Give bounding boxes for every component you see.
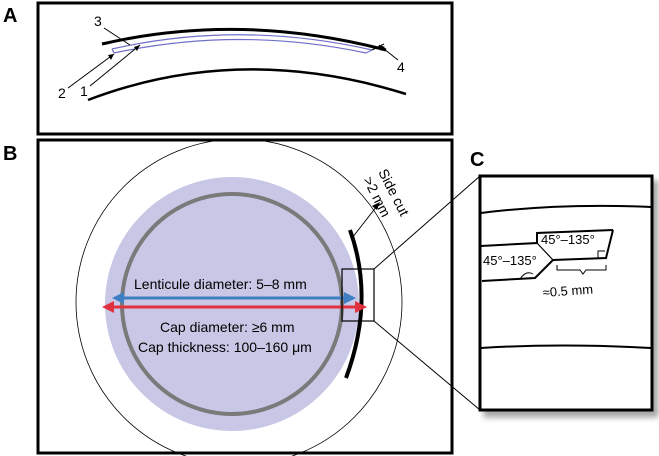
callout-2-arrowhead: [108, 54, 114, 60]
detail-posterior-surface: [480, 344, 652, 349]
zoom-box: [341, 268, 375, 322]
panel-c-frame: [478, 174, 654, 412]
step-width-bracket: [556, 265, 607, 275]
angle-lower-label: 45°–135°: [483, 253, 537, 268]
angle-arc-lower: [519, 272, 534, 280]
callout-2: 2: [58, 85, 66, 101]
detail-upper-side-cut: [552, 229, 614, 261]
panel-a: A 3 2 1 4: [3, 1, 454, 136]
panel-b: B Lenticule diameter: 5–8 mm Cap diamete…: [3, 138, 481, 456]
callout-2-leader: [67, 53, 115, 89]
panel-b-letter: B: [3, 143, 17, 165]
step-width-label: ≈0.5 mm: [542, 282, 593, 300]
panel-b-frame: [36, 138, 454, 455]
side-cut-arc: [344, 229, 364, 379]
detail-cap-edge: [480, 229, 614, 247]
cornea-anterior-surface: [101, 27, 387, 52]
detail-anterior-surface: [480, 204, 652, 214]
cap-diameter-label: Cap diameter: ≥6 mm: [160, 319, 295, 335]
cap-arrowhead-left: [102, 301, 114, 313]
side-cut-pointer-head: [372, 202, 380, 210]
lenticule-lower-interface: [113, 38, 367, 54]
panel-c-letter: C: [470, 149, 484, 171]
callout-4: 4: [397, 59, 405, 75]
callout-4-arrowhead: [379, 45, 385, 51]
lenticule-upper-interface: [111, 34, 373, 51]
detail-lower-interface: [481, 259, 554, 282]
zoom-line-top: [373, 175, 481, 270]
side-cut-line: [371, 43, 385, 51]
side-cut-pointer: [351, 205, 378, 239]
cap-thickness-label: Cap thickness: 100–160 μm: [138, 339, 312, 355]
angle-upper-label: 45°–135°: [541, 232, 595, 247]
callout-1: 1: [80, 83, 88, 99]
callout-1-leader: [89, 44, 141, 87]
callout-1-arrowhead: [134, 45, 140, 51]
zoom-line-bottom: [373, 320, 481, 411]
lenticule-arrowhead-right: [344, 292, 356, 304]
cap-area: [105, 177, 359, 431]
detail-lower-side-cut: [536, 242, 554, 261]
callout-3-leader: [103, 27, 131, 46]
right-angle-marker: [597, 250, 605, 258]
lenticule-arrowhead-left: [112, 292, 124, 304]
lenticule-diameter-label: Lenticule diameter: 5–8 mm: [134, 276, 307, 292]
cornea-posterior-surface: [87, 68, 407, 102]
cap-arrowhead-right: [355, 301, 367, 313]
panel-a-frame: [36, 1, 454, 136]
callout-3: 3: [94, 13, 102, 29]
panel-c: C 45°–135° 45°–135° ≈0.5 mm: [470, 149, 654, 412]
lenticule-edge: [111, 48, 373, 54]
cornea-outline: [75, 138, 403, 456]
panel-a-letter: A: [3, 5, 17, 27]
